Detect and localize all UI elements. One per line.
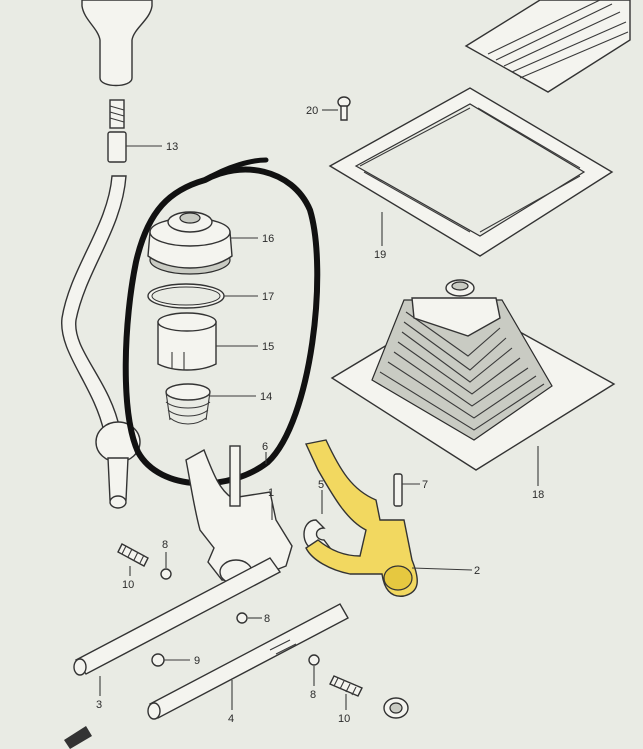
label-18: 18 — [532, 489, 544, 501]
ring-17 — [147, 283, 258, 309]
label-13: 13 — [166, 141, 178, 153]
shift-knob — [81, 0, 153, 87]
rubber-boot-18 — [330, 279, 616, 486]
circle-marker-tail — [202, 157, 269, 183]
label-15: 15 — [262, 341, 274, 353]
label-16: 16 — [262, 233, 274, 245]
label-10a: 10 — [122, 579, 134, 591]
pin-7 — [393, 473, 420, 507]
cap-16 — [147, 211, 258, 275]
label-14: 14 — [260, 391, 272, 403]
shift-fork-2 — [304, 439, 473, 597]
label-5: 5 — [318, 479, 324, 491]
label-8c: 8 — [310, 689, 316, 701]
label-8b: 8 — [264, 613, 270, 625]
spring-10b — [329, 675, 363, 710]
label-10b: 10 — [338, 713, 350, 725]
ball-8b — [236, 612, 262, 624]
ball-8c — [308, 654, 320, 686]
spring-10a — [117, 543, 149, 576]
label-19: 19 — [374, 249, 386, 261]
label-3: 3 — [96, 699, 102, 711]
label-20: 20 — [306, 105, 318, 117]
label-6: 6 — [262, 441, 268, 453]
circle-marker — [122, 166, 321, 487]
label-2: 2 — [474, 565, 480, 577]
label-9: 9 — [194, 655, 200, 667]
ball-8a — [160, 552, 172, 580]
label-8a: 8 — [162, 539, 168, 551]
label-17: 17 — [262, 291, 274, 303]
ball-9 — [151, 653, 190, 667]
sleeve-15 — [157, 312, 258, 371]
shift-fork-1 — [185, 445, 293, 585]
plug — [383, 697, 409, 719]
clip-5 — [303, 490, 332, 551]
knob-spring — [109, 99, 125, 129]
shift-rail-3 — [73, 557, 282, 696]
bolt-20 — [322, 96, 351, 121]
bushing-13 — [107, 131, 162, 163]
label-plate — [464, 0, 631, 93]
label-4: 4 — [228, 713, 234, 725]
gasket-frame-19 — [328, 87, 614, 257]
corner-arrow-icon — [64, 726, 92, 749]
shift-rail-4 — [147, 603, 349, 720]
spring-14 — [165, 383, 256, 425]
label-7: 7 — [422, 479, 428, 491]
label-1: 1 — [268, 487, 274, 499]
